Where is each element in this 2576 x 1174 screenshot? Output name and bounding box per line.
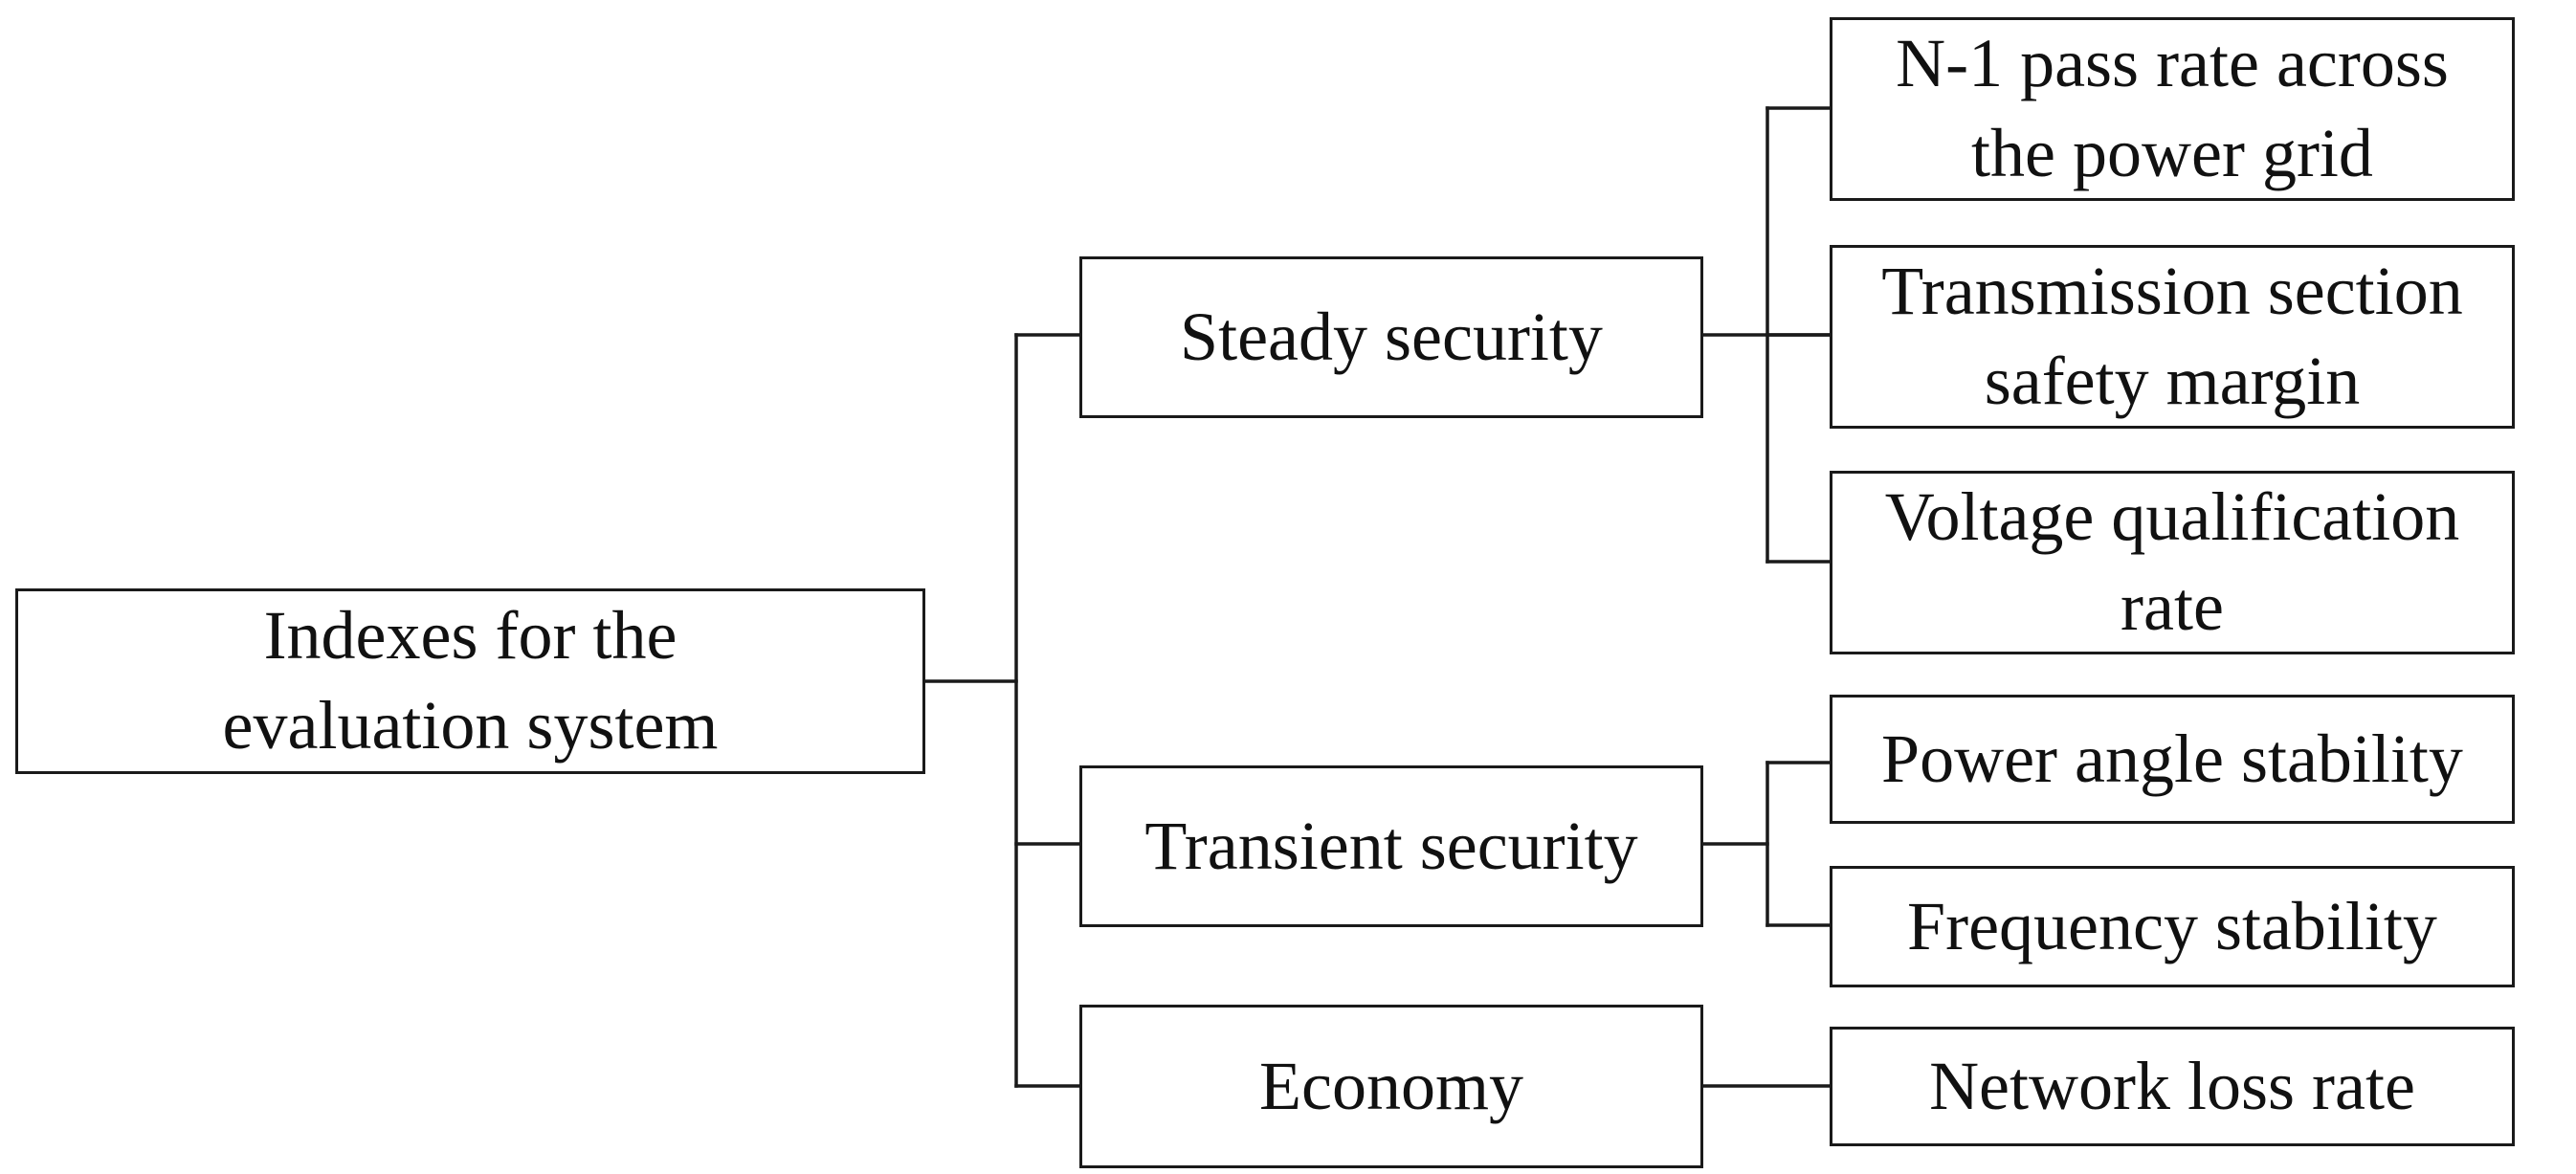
indicator-node-voltage-qualification: Voltage qualification rate — [1830, 471, 2515, 654]
indicator-label-voltage-qualification: Voltage qualification rate — [1884, 478, 2460, 645]
indicator-node-n1-pass-rate: N-1 pass rate across the power grid — [1830, 17, 2515, 201]
indicator-label-n1-pass-rate: N-1 pass rate across the power grid — [1896, 25, 2449, 191]
indicator-label-transmission-margin: Transmission section safety margin — [1881, 253, 2463, 419]
indicator-label-power-angle-stability: Power angle stability — [1881, 720, 2463, 797]
indicator-label-network-loss-rate: Network loss rate — [1929, 1047, 2415, 1124]
category-node-transient-security: Transient security — [1079, 765, 1703, 927]
indicator-node-network-loss-rate: Network loss rate — [1830, 1027, 2515, 1146]
category-node-economy: Economy — [1079, 1005, 1703, 1168]
root-node: Indexes for the evaluation system — [15, 588, 925, 774]
category-node-steady-security: Steady security — [1079, 256, 1703, 418]
indicator-label-frequency-stability: Frequency stability — [1907, 887, 2437, 964]
category-label-economy: Economy — [1259, 1047, 1523, 1124]
indicator-node-power-angle-stability: Power angle stability — [1830, 695, 2515, 824]
category-label-steady-security: Steady security — [1180, 298, 1603, 375]
indicator-node-frequency-stability: Frequency stability — [1830, 866, 2515, 987]
root-node-label: Indexes for the evaluation system — [222, 597, 719, 764]
category-label-transient-security: Transient security — [1144, 807, 1638, 884]
indicator-node-transmission-margin: Transmission section safety margin — [1830, 245, 2515, 429]
